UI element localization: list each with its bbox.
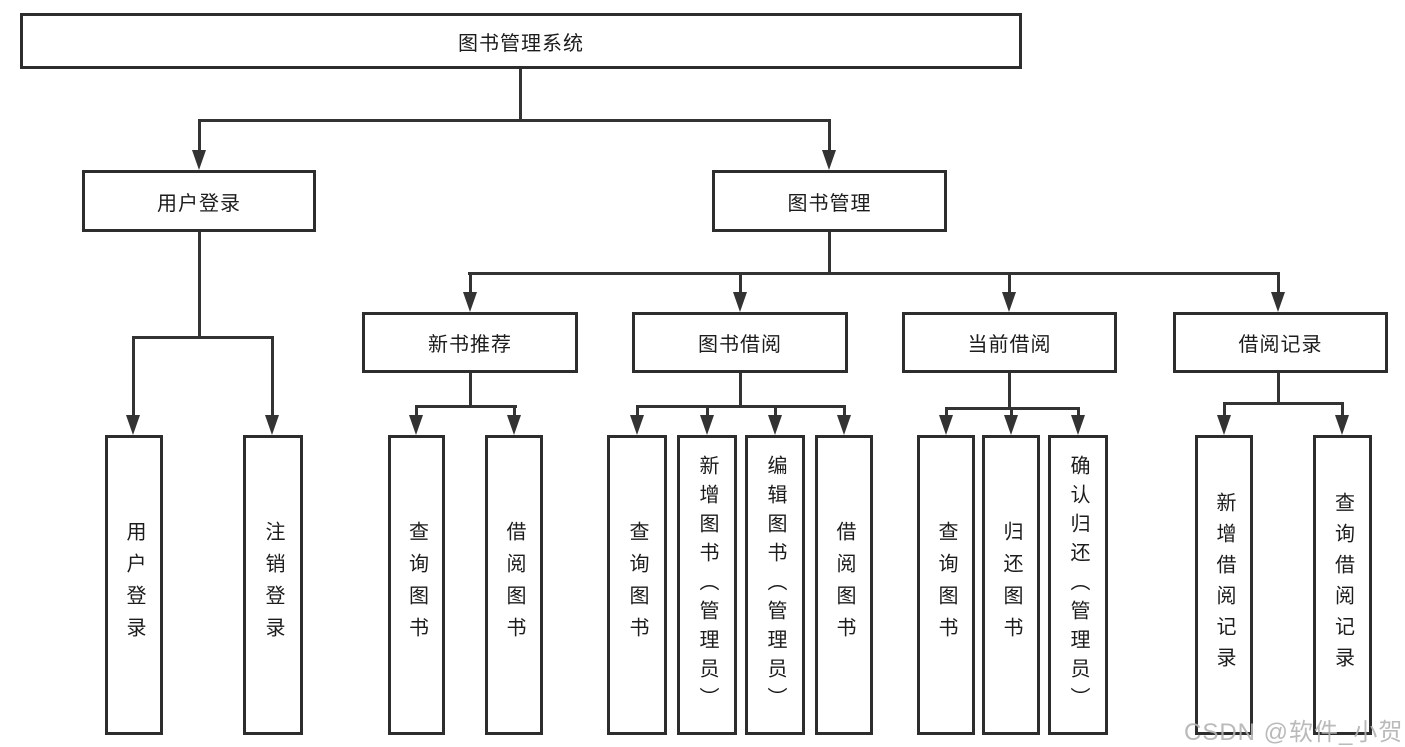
leaf-add-books-admin: 新增图书（管理员） (677, 435, 737, 735)
arrow-down-icon (265, 415, 279, 435)
connector-line (1008, 373, 1011, 410)
connector-line (1277, 272, 1280, 294)
node-new-book-recommend: 新书推荐 (362, 312, 578, 373)
connector-line (1077, 407, 1080, 418)
connector-line (198, 119, 831, 122)
leaf-borrow-books-recommend: 借阅图书 (485, 435, 543, 735)
connector-line (513, 405, 516, 417)
node-current-borrowing: 当前借阅 (902, 312, 1117, 373)
leaf-query-books-current: 查询图书 (917, 435, 975, 735)
connector-line (828, 232, 831, 275)
connector-line (1223, 402, 1344, 405)
connector-line (828, 119, 831, 152)
connector-line (271, 336, 274, 417)
csdn-watermark: CSDN @软件_小贺同学 (1184, 719, 1405, 746)
arrow-down-icon (939, 415, 953, 435)
arrow-down-icon (1071, 415, 1085, 435)
connector-line (843, 405, 846, 417)
connector-line (945, 407, 948, 418)
connector-line (468, 272, 1280, 275)
leaf-query-books-recommend: 查询图书 (388, 435, 445, 735)
arrow-down-icon (507, 415, 521, 435)
connector-line (636, 405, 845, 408)
connector-line (636, 405, 639, 417)
connector-line (519, 69, 522, 122)
connector-line (1008, 272, 1011, 294)
arrow-down-icon (822, 150, 836, 170)
node-user-login: 用户登录 (82, 170, 316, 232)
arrow-down-icon (1271, 292, 1285, 312)
arrow-down-icon (126, 415, 140, 435)
leaf-logout: 注销登录 (243, 435, 303, 735)
arrow-down-icon (837, 415, 851, 435)
leaf-query-borrow-record: 查询借阅记录 (1313, 435, 1372, 735)
arrow-down-icon (1217, 415, 1231, 435)
leaf-edit-books-admin: 编辑图书（管理员） (745, 435, 805, 735)
arrow-down-icon (1002, 292, 1016, 312)
leaf-query-books-borrowing: 查询图书 (607, 435, 667, 735)
arrow-down-icon (700, 415, 714, 435)
connector-line (739, 272, 742, 294)
connector-line (1341, 402, 1344, 418)
connector-line (1010, 407, 1013, 418)
connector-line (415, 405, 418, 417)
arrow-down-icon (409, 415, 423, 435)
arrow-down-icon (630, 415, 644, 435)
connector-line (469, 373, 472, 408)
connector-line (415, 405, 517, 408)
arrow-down-icon (463, 292, 477, 312)
node-book-management: 图书管理 (712, 170, 947, 232)
connector-line (774, 405, 777, 417)
connector-line (739, 373, 742, 408)
arrow-down-icon (192, 150, 206, 170)
leaf-borrow-books: 借阅图书 (815, 435, 873, 735)
connector-line (1223, 402, 1226, 418)
node-book-borrowing: 图书借阅 (632, 312, 848, 373)
node-library-management-system: 图书管理系统 (20, 13, 1022, 69)
connector-line (706, 405, 709, 417)
arrow-down-icon (1335, 415, 1349, 435)
connector-line (132, 336, 274, 339)
connector-line (1277, 373, 1280, 405)
leaf-return-books: 归还图书 (982, 435, 1040, 735)
connector-line (198, 119, 201, 152)
arrow-down-icon (768, 415, 782, 435)
connector-line (469, 272, 472, 294)
connector-line (198, 232, 201, 339)
arrow-down-icon (1004, 415, 1018, 435)
connector-line (132, 336, 135, 417)
arrow-down-icon (733, 292, 747, 312)
leaf-user-login: 用户登录 (105, 435, 163, 735)
leaf-confirm-return-admin: 确认归还（管理员） (1048, 435, 1108, 735)
leaf-add-borrow-record: 新增借阅记录 (1195, 435, 1253, 735)
node-borrow-records: 借阅记录 (1173, 312, 1388, 373)
